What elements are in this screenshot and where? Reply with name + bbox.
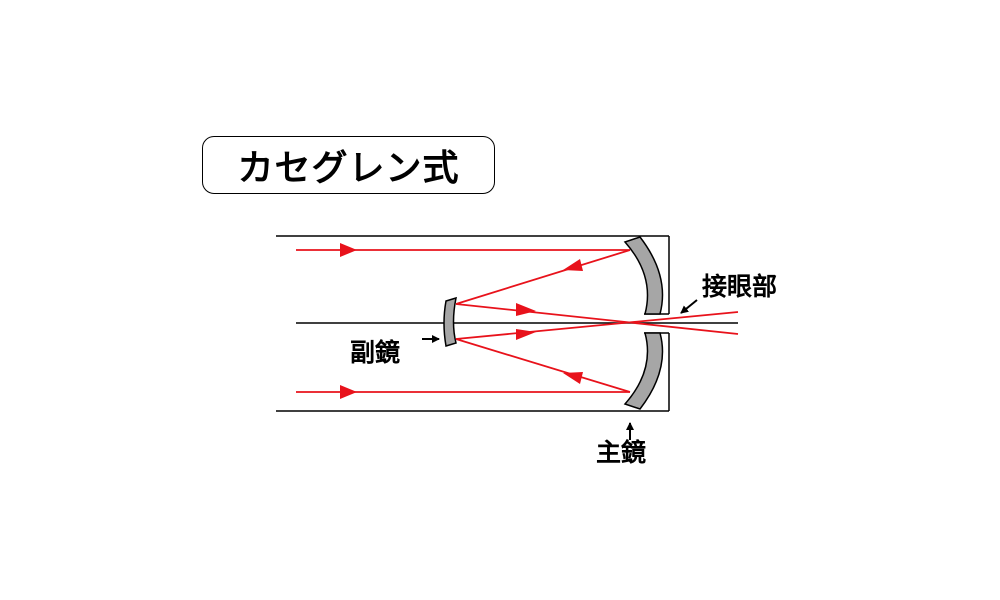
ray-arrowheads <box>340 243 583 399</box>
secondary-mirror-label: 副鏡 <box>350 338 401 367</box>
reflected-ray-bottom <box>455 338 631 393</box>
ray-arrow-incoming-top <box>340 243 357 257</box>
ray-arrow-incoming-bottom <box>340 385 357 399</box>
ray-arrow-reflected-bottom <box>563 372 583 384</box>
ray-arrow-reflected-top <box>563 259 583 271</box>
ray-arrow-converging-top <box>516 303 536 316</box>
primary-mirror-upper <box>623 236 664 315</box>
secondary-mirror <box>443 296 457 347</box>
reflected-ray-top <box>455 249 631 305</box>
ray-arrow-converging-bottom <box>516 329 536 340</box>
light-rays <box>296 249 739 393</box>
primary-mirror-label: 主鏡 <box>596 438 647 467</box>
primary-mirror-lower <box>623 332 664 410</box>
converging-ray-bottom <box>455 311 739 340</box>
eyepiece-pointer-arrow <box>680 299 698 314</box>
eyepiece-label: 接眼部 <box>702 272 778 301</box>
diagram-title: カセグレン式 <box>202 136 495 194</box>
converging-ray-top <box>455 303 739 335</box>
